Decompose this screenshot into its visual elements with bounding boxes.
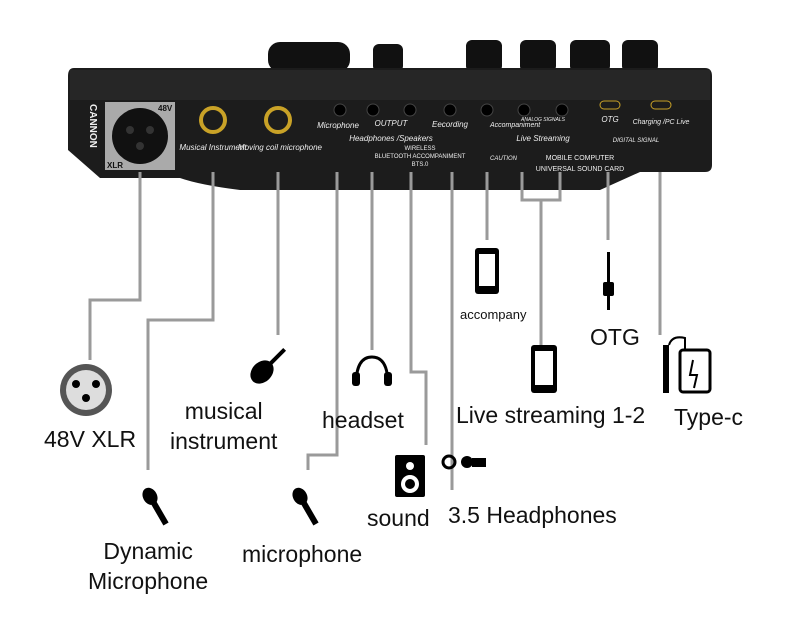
headset-icon xyxy=(352,355,392,386)
label-3-5-headphones: 3.5 Headphones xyxy=(448,502,617,528)
knobs xyxy=(268,40,658,72)
otg-cable-icon xyxy=(603,252,614,310)
xlr-port xyxy=(105,102,175,170)
port-labels: Musical Instrument Moving coil microphon… xyxy=(179,115,689,173)
caution-label: CAUTION xyxy=(490,156,518,162)
port-label: OTG xyxy=(601,115,618,124)
speaker-icon xyxy=(395,455,425,497)
port-label: Live Streaming xyxy=(516,134,570,143)
label-dynamic-microphone: Dynamic Microphone xyxy=(88,538,209,594)
wireless-label: WIRELESS xyxy=(404,146,435,152)
phantom-label: 48V xyxy=(158,104,173,113)
guitar-icon xyxy=(250,347,287,384)
port-label: Moving coil microphone xyxy=(238,143,323,152)
label-microphone: microphone xyxy=(242,541,363,567)
port-label: Eecording xyxy=(432,120,469,129)
phone-icon xyxy=(531,345,557,393)
phone-icon xyxy=(475,248,499,294)
mic-jack xyxy=(264,106,292,134)
instrument-jack xyxy=(199,106,227,134)
label-otg: OTG xyxy=(590,324,640,350)
label-type-c: Type-c xyxy=(674,404,744,430)
label-headset: headset xyxy=(322,407,404,433)
xlr-connector-icon xyxy=(60,364,112,416)
product-label: MOBILE COMPUTER xyxy=(546,155,614,162)
port-label: Musical Instrument xyxy=(179,143,247,152)
mini-jacks xyxy=(333,103,569,117)
otg-port xyxy=(599,100,621,110)
charging-port xyxy=(650,100,672,110)
label-sound: sound xyxy=(367,505,430,531)
port-label: Headphones /Speakers xyxy=(349,134,433,143)
xlr-brand: CANNON xyxy=(87,104,98,148)
xlr-tag: XLR xyxy=(107,161,123,170)
product-label: UNIVERSAL SOUND CARD xyxy=(536,166,624,173)
label-accompany: accompany xyxy=(460,307,527,322)
port-label: Microphone xyxy=(317,121,359,130)
port-label: Accompaniment xyxy=(489,122,541,129)
microphone-icon xyxy=(292,487,319,526)
port-label: OUTPUT xyxy=(375,119,409,128)
dynamic-microphone-icon xyxy=(142,487,169,526)
port-label: DIGITAL SIGNAL xyxy=(613,138,659,144)
port-label: ANALOG SIGNALS xyxy=(520,117,566,123)
label-musical-instrument: musical instrument xyxy=(170,398,278,454)
label-live-streaming: Live streaming 1-2 xyxy=(456,402,646,428)
wireless-label: BTS.0 xyxy=(412,162,429,168)
earphones-icon xyxy=(441,454,486,470)
port-label: Charging /PC Live xyxy=(633,119,690,126)
type-c-charger-icon xyxy=(663,336,712,394)
connector-lines xyxy=(88,172,662,490)
label-48v-xlr: 48V XLR xyxy=(44,426,137,452)
wireless-label: BLUETOOTH ACCOMPANIMENT xyxy=(375,154,466,160)
